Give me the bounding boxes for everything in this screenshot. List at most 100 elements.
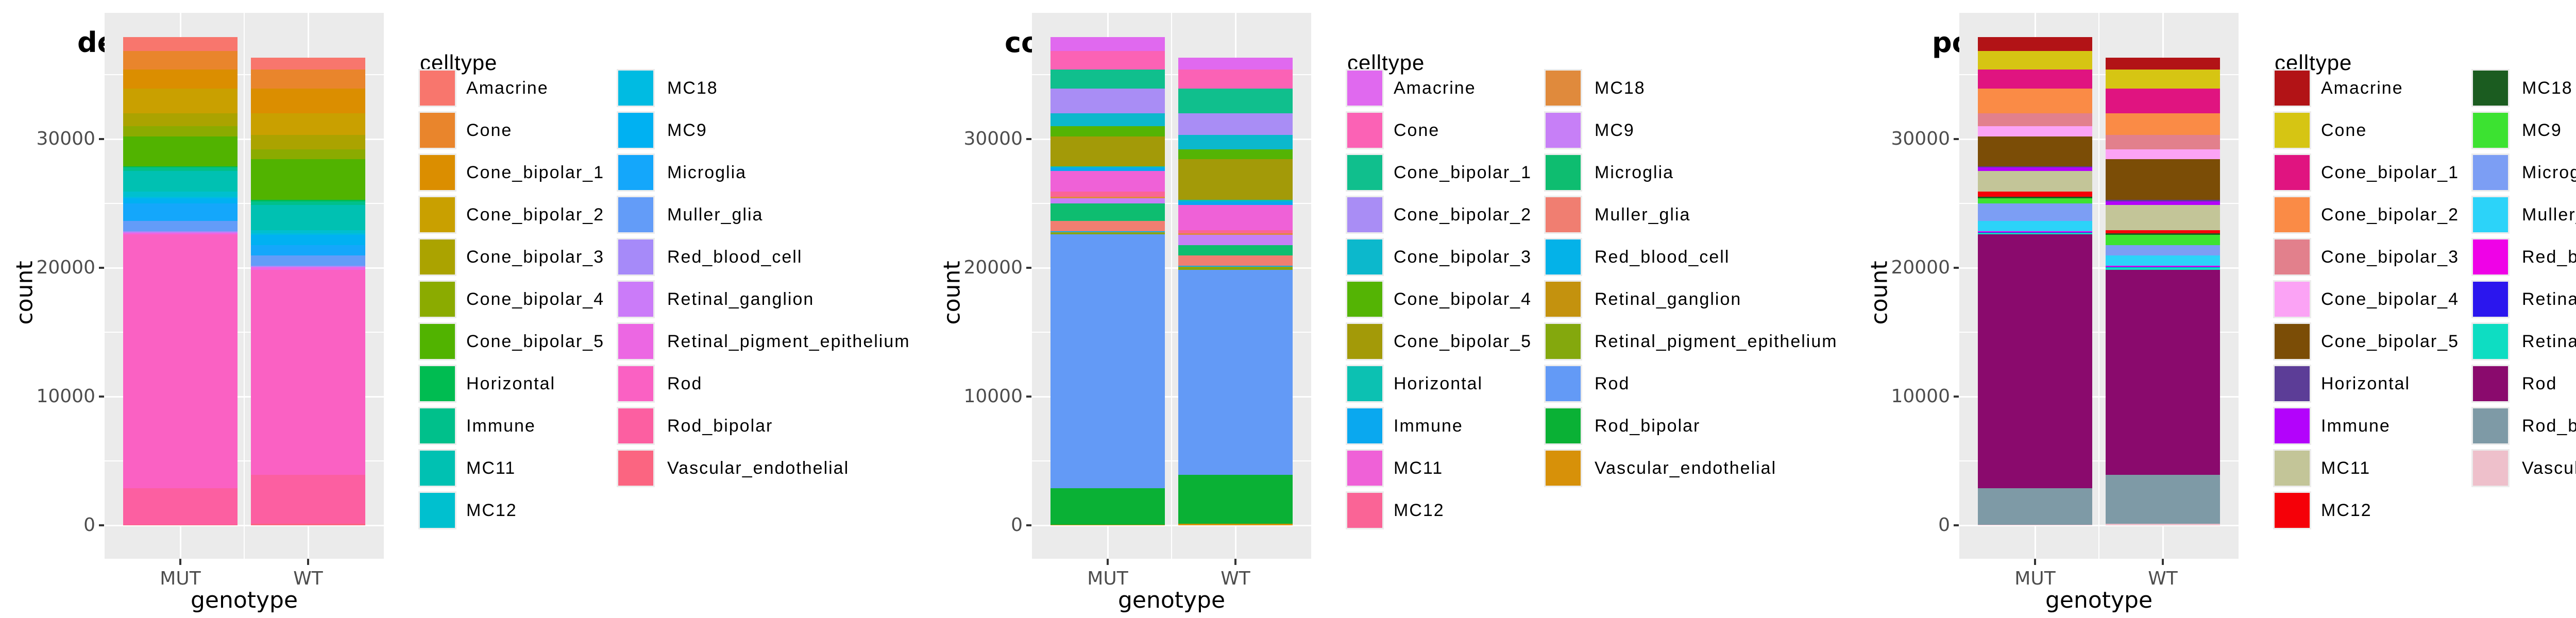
x-tick-label-WT: WT [2148,568,2178,589]
bar-segment-WT-MC12 [2106,230,2220,233]
bar-segment-MUT-Retinal_pigment_epithelium [1978,233,2092,234]
bar-segment-MUT-MC11 [1050,171,1165,192]
legend-label-Cone_bipolar_4: Cone_bipolar_4 [466,289,605,309]
bar-segment-WT-MC11 [1178,205,1293,230]
bar-segment-WT-Retinal_pigment_epithelium [1178,267,1293,270]
y-tick-mark-30000 [1954,138,1959,140]
bar-segment-MUT-Cone_bipolar_1 [1978,70,2092,89]
legend-label-Cone: Cone [1394,121,1440,140]
legend-swatch-Cone_bipolar_4 [2275,282,2310,317]
bar-segment-WT-Cone_bipolar_1 [1178,89,1293,113]
legend-label-Cone: Cone [466,121,513,140]
panel-polychrome: polychrome count genotype celltype Amacr… [1855,0,2576,618]
legend-label-Cone_bipolar_1: Cone_bipolar_1 [466,163,605,182]
bar-segment-MUT-MC18 [1978,197,2092,198]
bar-segment-MUT-Rod_bipolar [1050,488,1165,525]
bar-segment-WT-MC18 [251,233,365,235]
legend-swatch-Retinal_ganglion [1546,282,1581,317]
bar-segment-MUT-Immune [1978,167,2092,171]
bar-segment-MUT-Amacrine [123,37,238,51]
bar-segment-MUT-MC12 [1050,192,1165,197]
bar-segment-MUT-MC12 [123,192,238,197]
vgridline-minor [1171,13,1172,559]
legend-label-Cone_bipolar_2: Cone_bipolar_2 [2321,205,2460,225]
legend-label-Cone_bipolar_2: Cone_bipolar_2 [1394,205,1532,225]
legend-swatch-Retinal_ganglion [2473,282,2508,317]
bar-segment-WT-MC18 [1178,233,1293,235]
legend-label-Cone_bipolar_5: Cone_bipolar_5 [1394,332,1532,351]
bar-segment-WT-Cone_bipolar_5 [251,159,365,200]
legend-label-Cone_bipolar_3: Cone_bipolar_3 [1394,247,1532,267]
bar-segment-WT-MC9 [2106,235,2220,245]
legend-label-Horizontal: Horizontal [466,374,556,393]
y-tick-mark-10000 [1026,396,1031,398]
legend-swatch-Cone_bipolar_2 [420,197,455,232]
y-tick-label-30000: 30000 [36,128,95,149]
x-tick-label-WT: WT [1221,568,1250,589]
x-tick-mark-WT [1234,559,1236,565]
bar-segment-WT-MC11 [251,205,365,230]
legend-title: celltype [1347,50,1425,75]
y-tick-mark-0 [1954,524,1959,526]
legend-label-MC18: MC18 [2522,78,2573,98]
bar-segment-MUT-Cone_bipolar_3 [123,113,238,126]
bar-segment-WT-Rod_bipolar [2106,475,2220,524]
legend-swatch-Rod [1546,366,1581,401]
y-tick-mark-30000 [1026,138,1031,140]
legend-label-Cone_bipolar_2: Cone_bipolar_2 [466,205,605,225]
legend-swatch-Red_blood_cell [618,239,653,274]
bar-segment-MUT-Cone_bipolar_2 [1978,89,2092,113]
y-tick-mark-20000 [1026,267,1031,269]
legend-swatch-MC9 [618,113,653,148]
legend-label-Microglia: Microglia [1595,163,1674,182]
legend-label-Cone_bipolar_5: Cone_bipolar_5 [2321,332,2460,351]
bar-segment-MUT-Cone_bipolar_1 [123,70,238,89]
vgridline-minor [2098,13,2099,559]
legend-swatch-Cone_bipolar_3 [1347,239,1382,274]
legend-swatch-Cone_bipolar_5 [420,324,455,359]
y-tick-label-10000: 10000 [36,386,95,407]
legend-swatch-Horizontal [1347,366,1382,401]
y-tick-label-0: 0 [83,514,95,536]
legend-swatch-MC11 [1347,451,1382,486]
legend-label-Cone_bipolar_1: Cone_bipolar_1 [2321,163,2460,182]
bar-segment-WT-Microglia [1178,245,1293,255]
legend-label-Immune: Immune [1394,416,1463,436]
bar-segment-MUT-Red_blood_cell [123,231,238,232]
legend-swatch-Rod [618,366,653,401]
bar-segment-WT-Horizontal [1178,200,1293,201]
bar-segment-WT-Amacrine [251,58,365,70]
x-tick-mark-WT [307,559,309,565]
bar-segment-WT-Rod [2106,270,2220,475]
bar-segment-MUT-Cone_bipolar_4 [123,126,238,136]
legend-label-MC12: MC12 [1394,501,1445,520]
legend-swatch-Red_blood_cell [2473,239,2508,274]
legend-swatch-Cone_bipolar_1 [2275,155,2310,190]
bar-segment-WT-Microglia [2106,245,2220,255]
bar-segment-WT-Cone [2106,70,2220,89]
plot-area [1032,13,1311,559]
bar-segment-WT-Retinal_pigment_epithelium [2106,267,2220,270]
bar-segment-WT-Vascular_endothelial [1178,524,1293,525]
legend-label-MC9: MC9 [2522,121,2562,140]
bar-segment-MUT-Cone [1050,51,1165,70]
legend-label-MC9: MC9 [1595,121,1635,140]
legend-label-Rod: Rod [667,374,703,393]
legend-swatch-MC18 [618,71,653,106]
y-tick-label-0: 0 [1938,514,1950,536]
legend-label-Rod_bipolar: Rod_bipolar [2522,416,2576,436]
bar-segment-MUT-MC11 [123,171,238,192]
bar-segment-MUT-Horizontal [1978,166,2092,167]
legend-label-Rod_bipolar: Rod_bipolar [1595,416,1701,436]
y-tick-mark-0 [99,524,104,526]
legend-label-Red_blood_cell: Red_blood_cell [2522,247,2576,267]
bar-segment-MUT-Cone_bipolar_3 [1978,113,2092,126]
bar-segment-MUT-MC9 [1978,198,2092,203]
y-tick-label-30000: 30000 [1891,128,1950,149]
x-tick-label-MUT: MUT [2014,568,2056,589]
legend-swatch-MC9 [2473,113,2508,148]
legend-swatch-Cone_bipolar_5 [2275,324,2310,359]
legend-swatch-Muller_glia [618,197,653,232]
legend-label-MC12: MC12 [2321,501,2372,520]
bar-segment-WT-Rod_bipolar [251,475,365,524]
